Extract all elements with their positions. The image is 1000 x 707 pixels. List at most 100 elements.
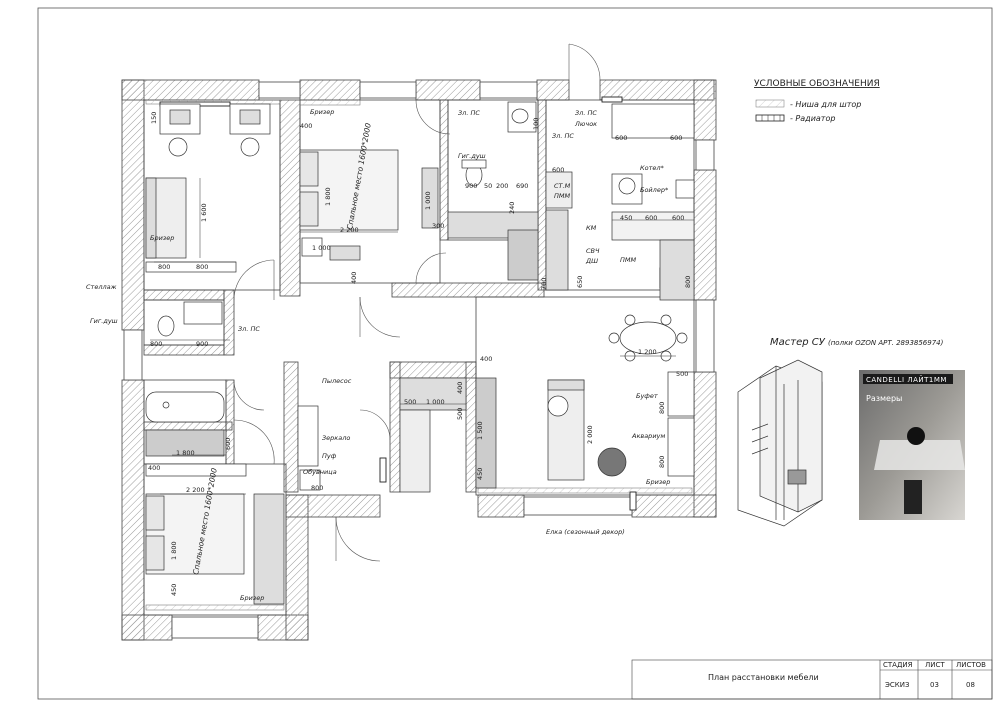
gigdush-label-1: Гиг.душ: [90, 317, 118, 325]
dim: 1 000: [424, 191, 432, 210]
furniture: [145, 101, 695, 605]
zlps-label-2: Зл. ПС: [458, 109, 480, 117]
stage-header: СТАДИЯ: [883, 661, 913, 669]
gigdush-label-2: Гиг.душ: [458, 152, 486, 160]
dim: 900: [465, 182, 477, 190]
sheet-header: ЛИСТ: [925, 661, 945, 669]
photo-sub: Размеры: [866, 394, 902, 403]
dim: 600: [672, 214, 684, 222]
dim: 2 200: [186, 486, 205, 494]
bufet-label: Буфет: [636, 392, 658, 400]
dimensions: 1 600 800 800 400 1 800 2 200 1 000 400 …: [148, 112, 692, 596]
dim: 2 000: [586, 425, 594, 444]
lyuk-label: Лючок: [574, 120, 597, 128]
akvarium-label: Аквариум: [631, 432, 665, 440]
dim: 600: [224, 438, 232, 450]
legend-title: УСЛОВНЫЕ ОБОЗНАЧЕНИЯ: [754, 79, 880, 89]
dim: 800: [158, 263, 170, 271]
dim: 2 200: [340, 226, 359, 234]
dim: 1 600: [200, 203, 208, 222]
legend-radiator-label: - Радиатор: [790, 114, 835, 123]
dim: 50: [484, 182, 492, 190]
zerkalo-label: Зеркало: [322, 434, 350, 442]
dim: 690: [516, 182, 528, 190]
sheets-header: ЛИСТОВ: [956, 661, 986, 669]
shower-isometric-drawing: [737, 359, 823, 527]
sheet-border: [37, 7, 993, 700]
walls: [121, 79, 717, 641]
dimension-lines: [150, 178, 694, 495]
dim: 150: [150, 112, 158, 124]
dsh-label: ДШ: [585, 257, 598, 265]
sheet-value: 03: [930, 681, 939, 689]
svch-label: СВЧ: [586, 247, 600, 255]
legend: УСЛОВНЫЕ ОБОЗНАЧЕНИЯ - Ниша для штор - Р…: [754, 79, 880, 123]
brizer-label-1: Бризер: [310, 108, 334, 116]
dim: 200: [496, 182, 508, 190]
doors: [233, 43, 601, 562]
title-block: [631, 659, 993, 700]
dim: 400: [456, 382, 464, 394]
elka-label: Елка (сезонный декор): [546, 528, 625, 536]
master-title: Мастер СУ: [770, 337, 826, 348]
dim: 450: [476, 468, 484, 480]
drawing-title: План расстановки мебели: [708, 673, 819, 682]
kotel-label: Котел*: [640, 164, 665, 172]
dim: 1 800: [324, 187, 332, 206]
dim: 800: [684, 276, 692, 288]
dim: 500: [456, 408, 464, 420]
dim: 800: [658, 456, 666, 468]
km-label: КМ: [586, 224, 597, 232]
brizer-label-2: Бризер: [150, 234, 174, 242]
sheets-value: 08: [966, 681, 975, 689]
pylesos-label: Пылесос: [322, 377, 352, 385]
stm-label: СТ.М: [554, 182, 571, 190]
product-bottle: [904, 480, 922, 514]
dim: 1 000: [426, 398, 445, 406]
obuvnitsa-label: Обувница: [303, 468, 337, 476]
zlps-label-1: Зл. ПС: [238, 325, 260, 333]
dim: 240: [508, 202, 516, 214]
master-bath-inset: Мастер СУ (полки OZON АРТ. 2893856974) C…: [737, 337, 965, 527]
dim: 400: [350, 272, 358, 284]
dim: 450: [170, 584, 178, 596]
windows: [123, 81, 715, 639]
stellazh-label: Стеллаж: [86, 283, 117, 291]
photo-brand: CANDELLI ЛАЙТ1ММ: [866, 375, 947, 384]
dim: 500: [676, 370, 688, 378]
dim: 800: [311, 484, 323, 492]
brizer-label-4: Бризер: [240, 594, 264, 602]
product-jar: [907, 427, 925, 445]
dim: 400: [480, 355, 492, 363]
dim: 800: [150, 340, 162, 348]
zlps-label-3: Зл. ПС: [552, 132, 574, 140]
master-subtitle: (полки OZON АРТ. 2893856974): [828, 339, 944, 347]
legend-radiator-swatch: [755, 114, 785, 122]
dim: 800: [196, 263, 208, 271]
dim: 500: [404, 398, 416, 406]
dim: 450: [620, 214, 632, 222]
legend-hatch-swatch: [755, 99, 785, 108]
stage-value: ЭСКИЗ: [885, 681, 910, 689]
dim: 400: [300, 122, 312, 130]
dim: 1 800: [170, 541, 178, 560]
zlps-label-4: Зл. ПС: [575, 109, 597, 117]
dim: 1 000: [312, 244, 331, 252]
dim: 600: [645, 214, 657, 222]
dim: 600: [670, 134, 682, 142]
dim: 650: [576, 276, 584, 288]
dim: 1 800: [176, 449, 195, 457]
dim: 1 200: [638, 348, 657, 356]
boiler-label: Бойлер*: [640, 186, 669, 194]
dim: 700: [540, 278, 548, 290]
dim: 600: [552, 166, 564, 174]
dim: 400: [148, 464, 160, 472]
brizer-label-3: Бризер: [646, 478, 670, 486]
dim: 900: [196, 340, 208, 348]
dim: 1 500: [476, 421, 484, 440]
pmm-label: ПММ: [620, 256, 636, 264]
legend-hatch-label: - Ниша для штор: [790, 100, 861, 109]
dim: 600: [615, 134, 627, 142]
dim: 100: [532, 118, 540, 130]
